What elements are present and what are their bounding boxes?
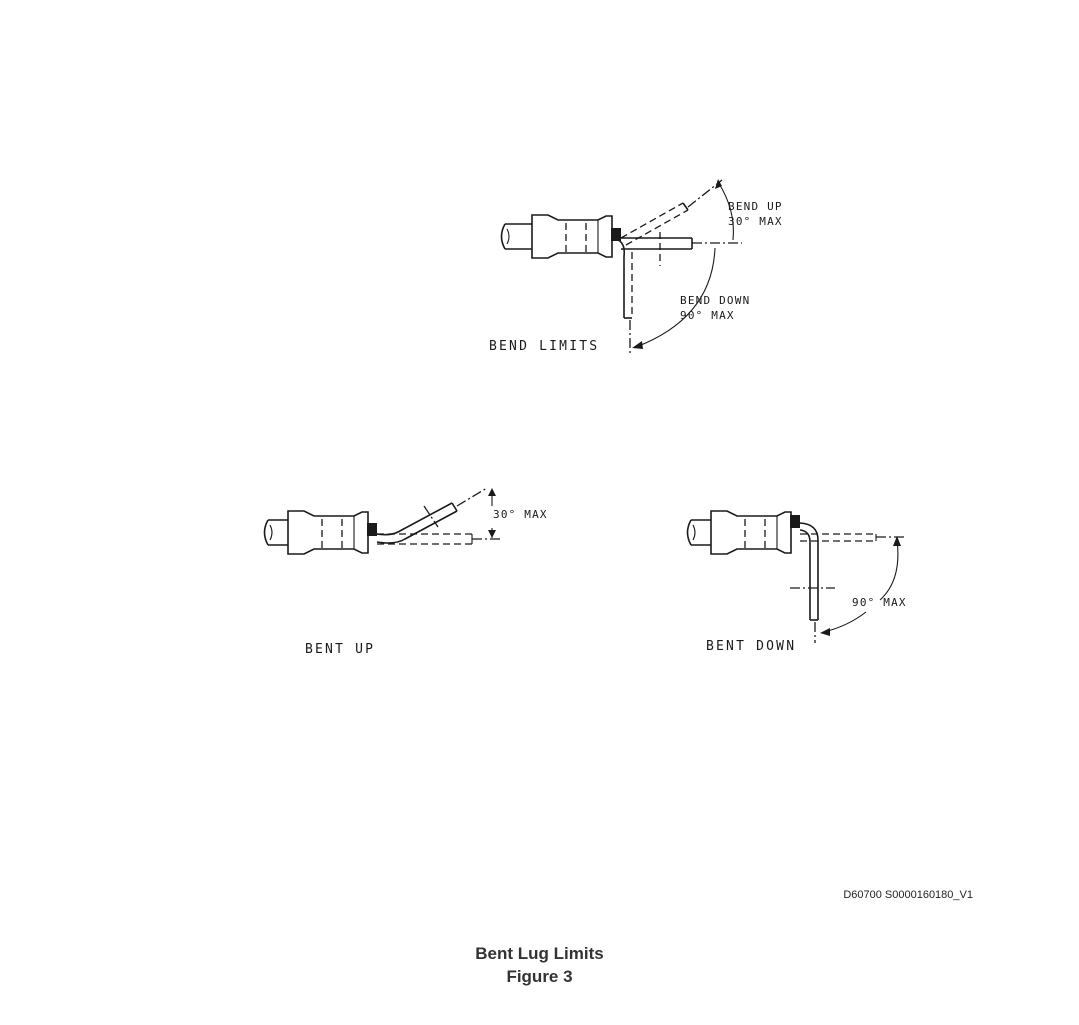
crimp-collar (367, 523, 377, 536)
bend-up-label: BEND UP (728, 200, 783, 213)
lug-barrel (710, 510, 792, 555)
bend-limits-illustration: BEND UP 30° MAX BEND DOWN 90° MAX BEND L… (489, 179, 783, 354)
bent-down-arrow (879, 539, 899, 601)
crimp-collar (790, 515, 800, 528)
bend-down-arrow (635, 247, 716, 348)
lug-barrel (287, 510, 369, 555)
lug-barrel (531, 214, 613, 259)
figure-title: Bent Lug Limits (475, 944, 604, 963)
bent-up-caption: BENT UP (305, 642, 375, 657)
bent-up-illustration: 30° MAX BENT UP (263, 487, 548, 657)
bent-down-angle-label: 90° MAX (852, 596, 907, 609)
bent-up-angle-label: 30° MAX (493, 508, 548, 521)
cable (500, 223, 532, 250)
crimp-collar (611, 228, 621, 241)
bend-down-angle: 90° MAX (680, 309, 735, 322)
bend-up-arrow (717, 181, 734, 241)
bend-down-label: BEND DOWN (680, 294, 750, 307)
cable (263, 519, 288, 546)
bend-up-angle: 30° MAX (728, 215, 783, 228)
bent-down-illustration: 90° MAX BENT DOWN (686, 510, 907, 654)
document-id: D60700 S0000160180_V1 (843, 889, 973, 901)
figure-number: Figure 3 (506, 967, 573, 986)
cable (686, 519, 711, 546)
bend-limits-caption: BEND LIMITS (489, 339, 599, 354)
bent-down-caption: BENT DOWN (706, 639, 796, 654)
